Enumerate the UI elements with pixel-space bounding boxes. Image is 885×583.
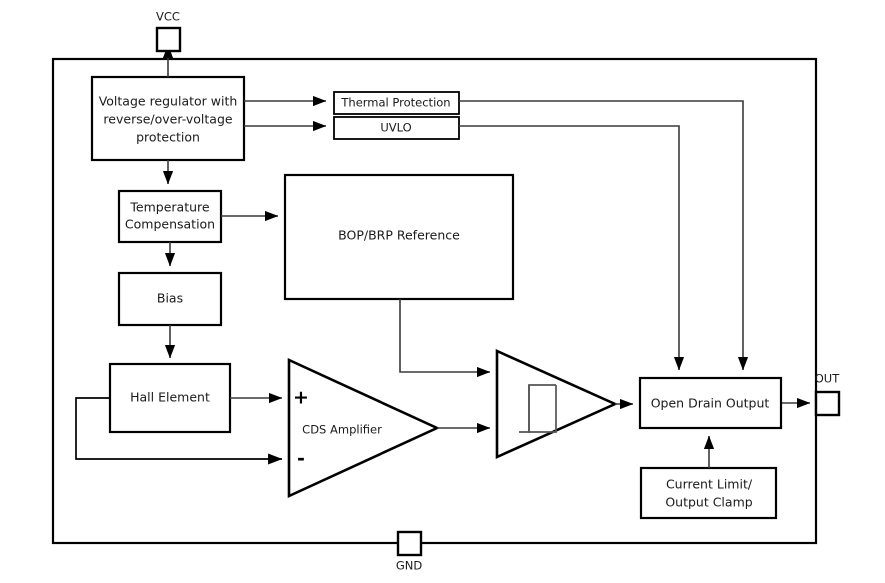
bias-label: Bias: [157, 291, 183, 306]
voltage-regulator-label-line2: reverse/over-voltage: [103, 112, 232, 127]
block-open-drain-output[interactable]: [638, 376, 783, 430]
block-bop-brp-reference[interactable]: [283, 173, 515, 301]
out-pad[interactable]: [814, 390, 841, 417]
block-bias[interactable]: [117, 271, 223, 327]
thermal-protection-label: Thermal Protection: [340, 96, 450, 110]
gnd-pad[interactable]: [396, 530, 423, 557]
wire-reference-to-comparator: [399, 299, 491, 378]
cds-amplifier-label: CDS Amplifier: [302, 423, 382, 437]
block-uvlo[interactable]: [333, 116, 460, 140]
vcc-pad[interactable]: [155, 26, 182, 53]
block-thermal-protection[interactable]: [333, 91, 460, 115]
wire-thermal-to-open-drain: [459, 100, 749, 371]
wire-hall-to-cds-minus: [75, 397, 283, 465]
current-limit-label-line2: Output Clamp: [665, 495, 752, 510]
voltage-regulator-label-line3: protection: [136, 130, 200, 145]
cds-minus-sign: -: [297, 448, 305, 470]
temperature-compensation-label-line1: Temperature: [129, 200, 209, 215]
hysteresis-symbol-upper: [528, 385, 557, 433]
wire-uvlo-to-open-drain: [459, 125, 685, 371]
temperature-compensation-label-line2: Compensation: [125, 217, 215, 232]
out-pin-label: OUT: [815, 372, 840, 386]
current-limit-label-line1: Current Limit/: [666, 477, 753, 492]
bop-brp-reference-label: BOP/BRP Reference: [338, 228, 460, 243]
block-cds-amplifier[interactable]: [287, 357, 441, 499]
uvlo-label: UVLO: [380, 121, 411, 135]
vcc-pin-label: VCC: [156, 10, 180, 24]
open-drain-output-label: Open Drain Output: [651, 396, 770, 411]
block-voltage-regulator[interactable]: [90, 75, 246, 162]
die-boundary: [51, 57, 818, 545]
gnd-pin-label: GND: [396, 559, 423, 573]
block-current-limit-output-clamp[interactable]: [639, 466, 778, 520]
cds-plus-sign: +: [293, 387, 309, 409]
voltage-regulator-label-line1: Voltage regulator with: [99, 94, 238, 109]
hall-element-label: Hall Element: [130, 390, 210, 405]
